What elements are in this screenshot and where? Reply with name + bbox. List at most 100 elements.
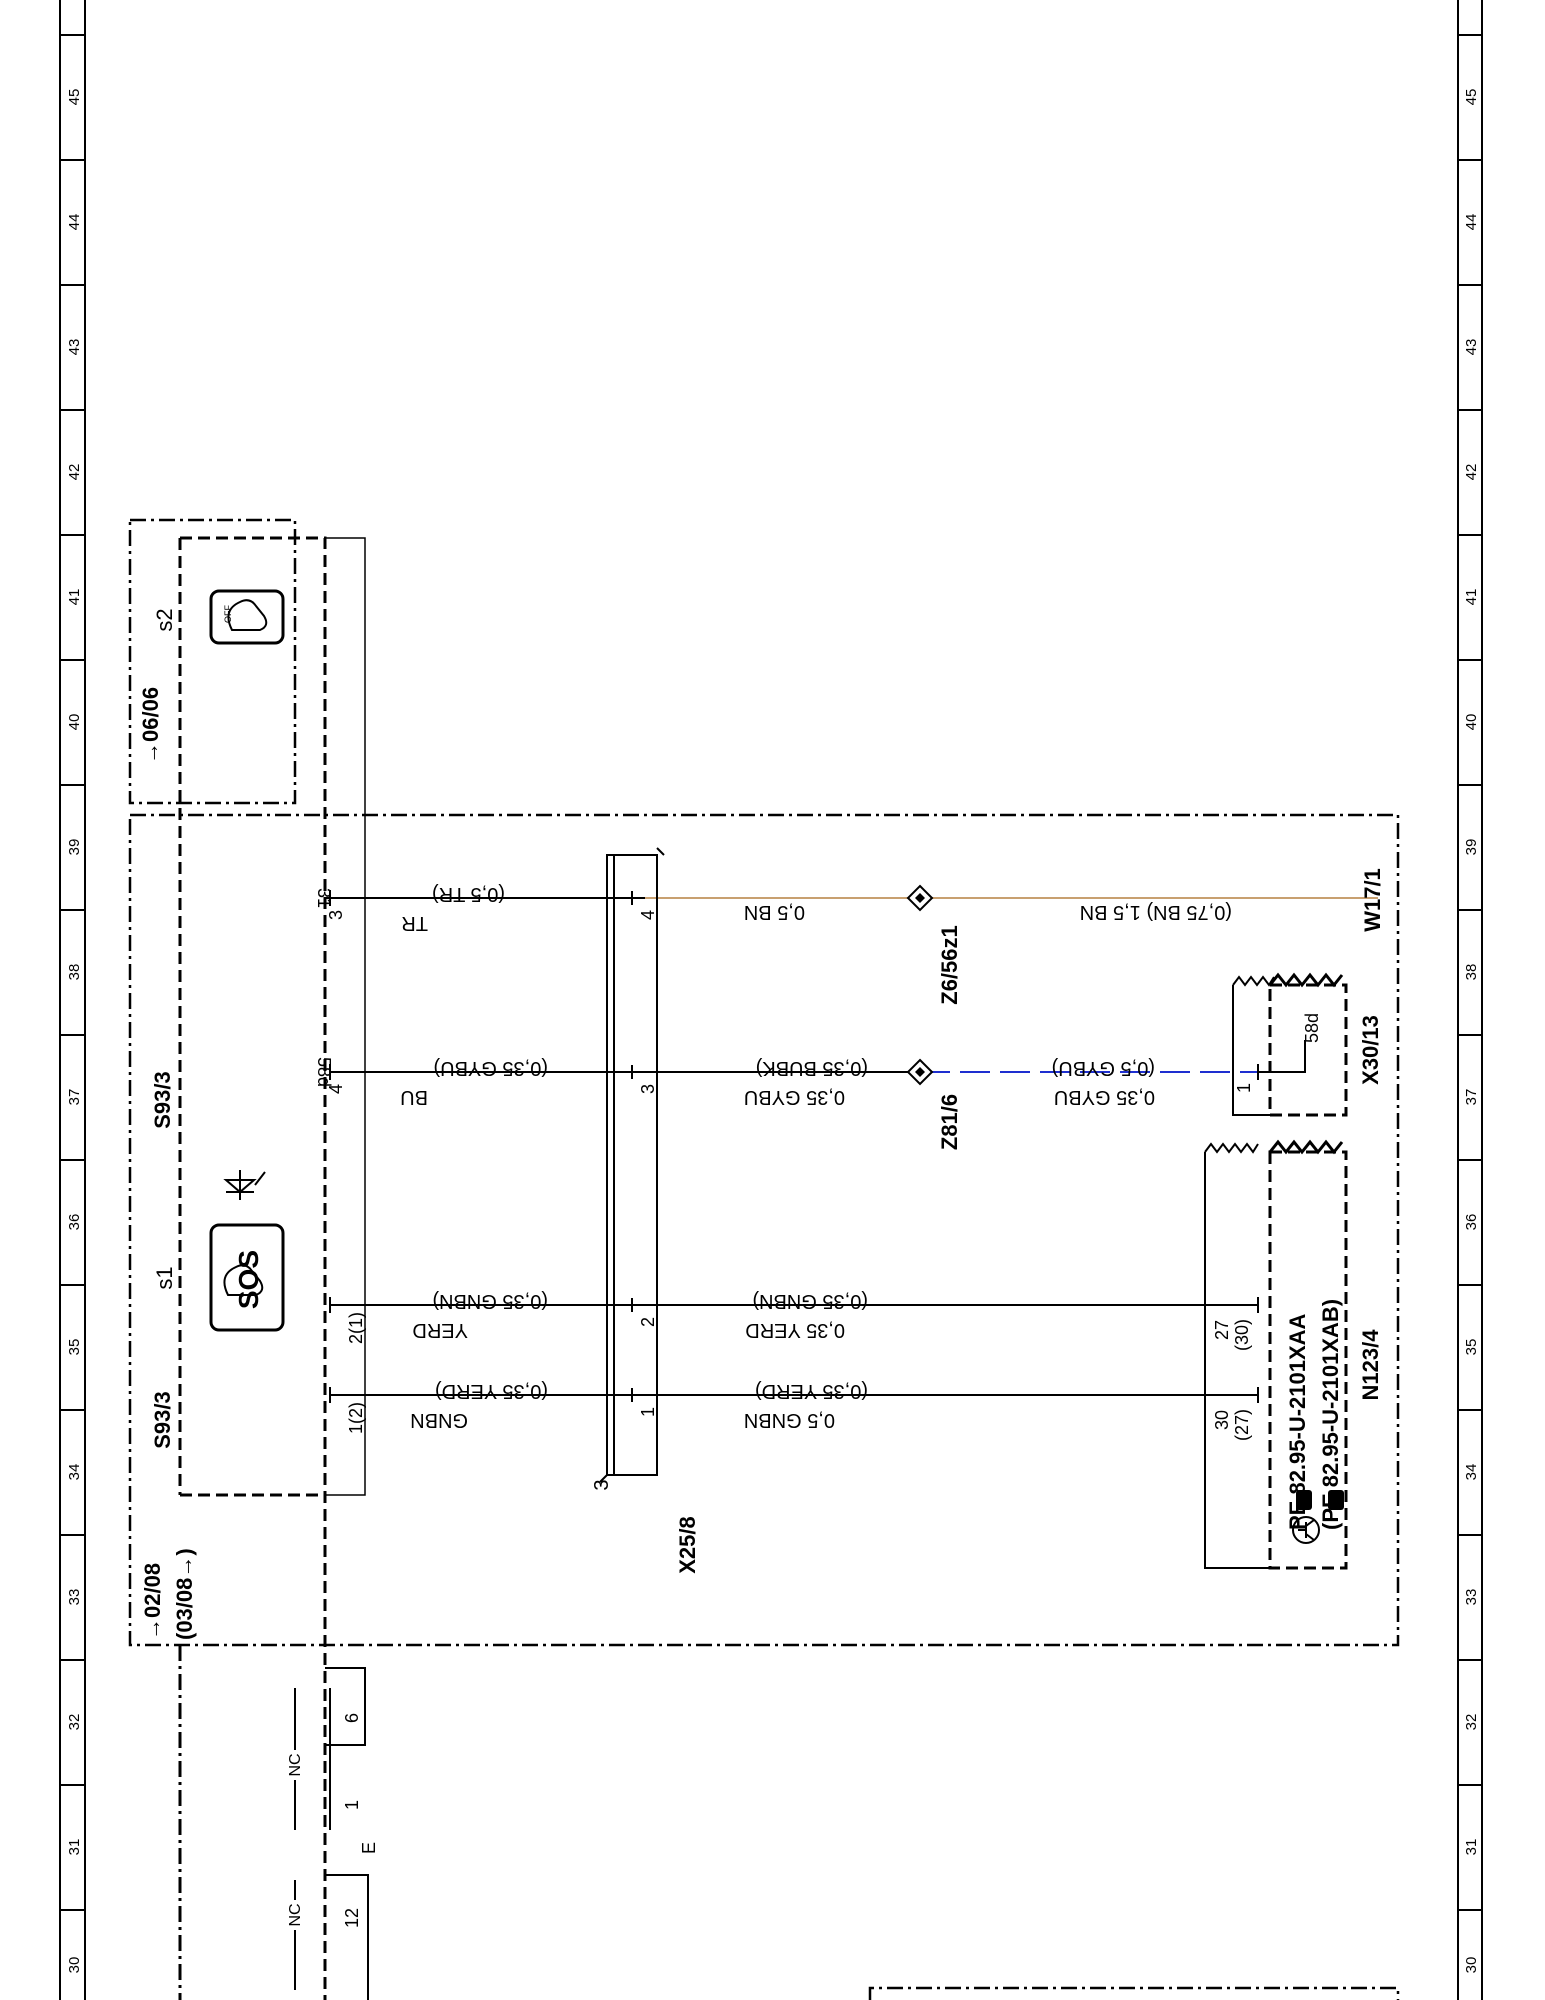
module-pin-labels: 31 58d 3 4 2(1) 1(2) [314,888,366,1434]
grid-num-l-30: 30 [66,1957,83,1974]
pin-1-2: 1(2) [346,1402,366,1434]
grid-num-r-40: 40 [1463,714,1480,731]
wire-gybu-2b-label: (0,5 GYBU) [1052,1057,1155,1079]
main-box [128,813,1400,1647]
wire-yerd-r-label: 0,35 YERD [745,1319,845,1341]
n123-module [1204,1139,1348,1570]
switch-nc-1: NC [287,1753,304,1776]
grid-num-r-30: 30 [1463,1957,1480,1974]
wire-gybu-1b-label: (0,35 BUBK) [756,1057,868,1079]
wire-gybu-2-label: 0,35 GYBU [1054,1086,1155,1108]
grid-num-r-35: 35 [1463,1339,1480,1356]
pin-31: 31 [314,888,334,908]
wires [378,897,1378,1396]
wire-gnbn-r-label: 0,5 GNBN [744,1409,835,1431]
s93-top-label: S93/3 [150,1071,175,1129]
pointing-hand-icon [1296,1490,1344,1510]
grid-num-r-36: 36 [1463,1214,1480,1231]
transistor-icon [1292,1516,1320,1544]
pin-58d: 58d [314,1057,334,1087]
grid-num-l-40: 40 [66,714,83,731]
grid-num-r-42: 42 [1463,464,1480,481]
pin-4: 4 [326,1084,346,1094]
x30-pin-label: 58d [1302,1013,1322,1043]
n123-labels: PE 82.95-U-2101XAA (PE 82.95-U-2101XAB) … [1285,1299,1383,1544]
x25-pin-4: 4 [638,910,658,920]
grid-num-r-32: 32 [1463,1714,1480,1731]
grid-num-l-35: 35 [66,1339,83,1356]
switch-nc-2: NC [287,1903,304,1926]
wire-gnbn-b: (0,35 YERD) [435,1380,548,1402]
grid-num-l-39: 39 [66,839,83,856]
grid-num-l-36: 36 [66,1214,83,1231]
wire-yerd-rb-label: (0,35 GNBN) [752,1290,868,1312]
s2-off-switch: OFF s2 [152,589,285,645]
switch-group [294,1667,369,2000]
wire-tr-b: (0,5 TR) [432,883,505,905]
grid-num-l-32: 32 [66,1714,83,1731]
wire-gybu-1-label: 0,35 GYBU [744,1086,845,1108]
grid-ticks [60,34,1482,1911]
x30-pin: 1 [1234,1083,1254,1093]
grid-num-l-33: 33 [66,1589,83,1606]
grid-num-l-41: 41 [66,589,83,606]
s2-label: s2 [152,608,177,631]
switch-contact-12: 12 [342,1908,362,1928]
e-label: E [359,1842,379,1854]
s2-box [128,518,297,805]
grid-num-l-43: 43 [66,339,83,356]
switch-contact-1: 1 [342,1800,362,1810]
grid-num-l-31: 31 [66,1839,83,1856]
grid-num-l-44: 44 [66,214,83,231]
splice-z6: Z6/56z1 [906,884,962,1005]
x25-pin-1: 1 [638,1407,658,1417]
s1-label: s1 [152,1266,177,1289]
wire-yerd-b: (0,35 GNBN) [432,1290,548,1312]
x30-connector [1232,972,1348,1117]
grid-num-r-37: 37 [1463,1089,1480,1106]
grid-num-l-45: 45 [66,89,83,106]
x25-pin-labels: 4 3 2 1 3 [591,910,658,1491]
pin-2-1: 2(1) [346,1312,366,1344]
wire-bu-a: BU [400,1086,428,1108]
date-0308: (03/08→) [172,1548,197,1640]
x25-label: X25/8 [675,1516,700,1574]
s93-bottom-label: S93/3 [150,1391,175,1449]
wire-labels: TR (0,5 TR) BU (0,35 GYBU) YERD (0,35 GN… [400,883,1232,1431]
x25-connector [599,847,665,1483]
date-0208: →02/08 [140,1563,165,1640]
splice-z81: Z81/6 [906,1058,962,1150]
wire-yerd-a: YERD [412,1319,468,1341]
grid-num-r-31: 31 [1463,1839,1480,1856]
off-telephone-icon [209,589,285,645]
date-0606: →06/06 [138,687,163,764]
grid-num-l-38: 38 [66,964,83,981]
boundary-boxes [128,518,1400,2000]
n123-pin-30: 30 [1212,1410,1232,1430]
grid-num-r-44: 44 [1463,214,1480,231]
grid-num-r-38: 38 [1463,964,1480,981]
grid-numbers: 45 45 44 44 43 43 42 42 41 41 40 40 39 3… [66,89,1480,1974]
z81-label: Z81/6 [937,1094,962,1150]
n123-pin-27p: (27) [1232,1409,1252,1441]
wire-gnbn-a: GNBN [410,1409,468,1431]
n123-pin-27: 27 [1212,1320,1232,1340]
wire-tr-a: TR [401,912,428,934]
grid-num-l-34: 34 [66,1464,83,1481]
date-markers: →06/06 →02/08 (03/08→) [138,687,197,1640]
x25-pin-3: 3 [638,1084,658,1094]
grid-num-l-37: 37 [66,1089,83,1106]
wire-bu-b: (0,35 GYBU) [434,1057,548,1079]
z6-label: Z6/56z1 [937,925,962,1005]
w17-label: W17/1 [1360,868,1385,932]
pin-3: 3 [326,910,346,920]
n123-pin-30p: (30) [1232,1319,1252,1351]
led-icon [223,1170,266,1200]
frame [59,0,1483,2000]
grid-num-r-43: 43 [1463,339,1480,356]
n123-label: N123/4 [1358,1329,1383,1401]
switch-labels: NC NC 1 6 12 E [287,1713,379,1928]
grid-num-r-33: 33 [1463,1589,1480,1606]
x25-pin-2: 2 [638,1317,658,1327]
